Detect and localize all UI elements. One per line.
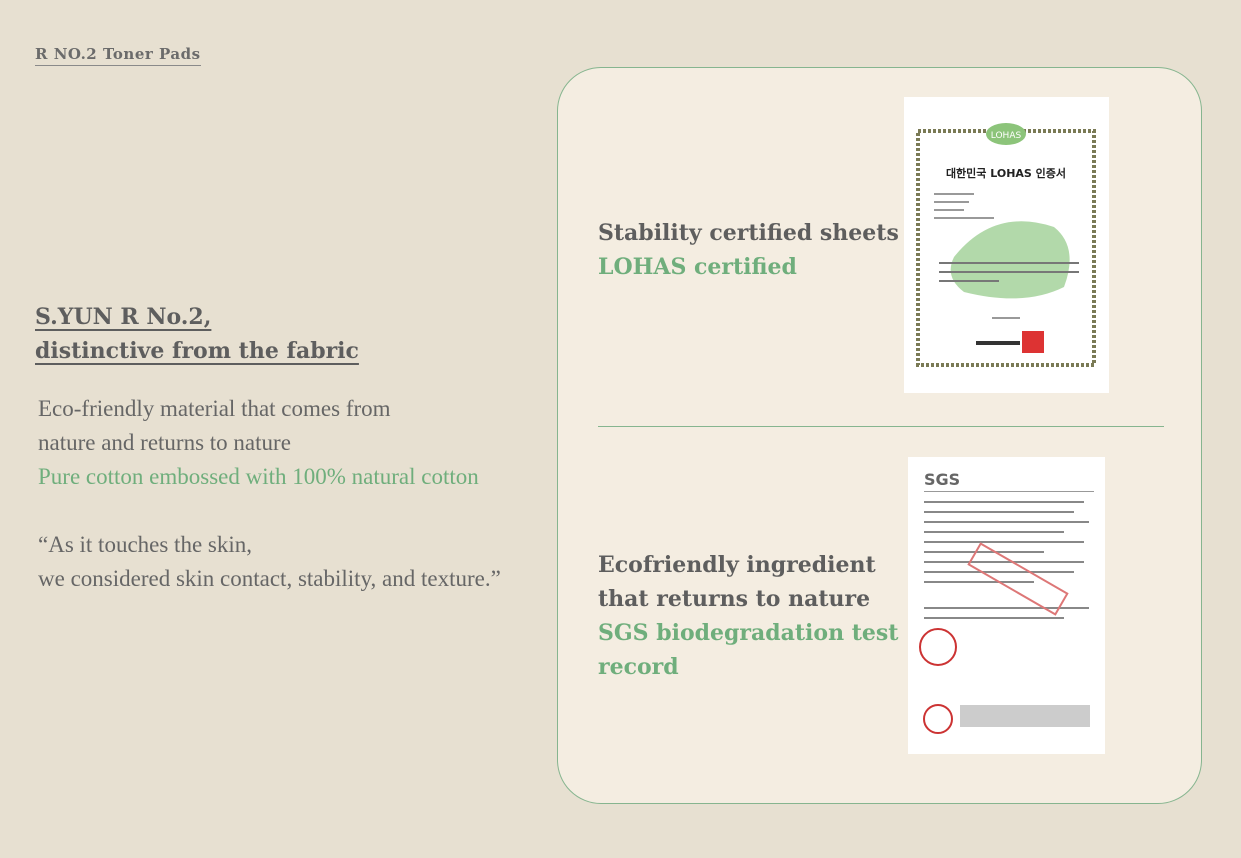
description-highlight: Pure cotton embossed with 100% natural c… <box>38 464 479 489</box>
lohas-certificate-image: LOHAS 대한민국 LOHAS 인증서 <box>904 97 1109 393</box>
lohas-highlight: LOHAS certified <box>598 254 797 280</box>
sgs-title-1: Ecofriendly ingredient <box>598 552 876 578</box>
lohas-feature: Stability certified sheets LOHAS certifi… <box>598 216 899 284</box>
heading-line-2: distinctive from the fabric <box>35 338 359 364</box>
sgs-report-image: SGS <box>908 457 1105 754</box>
description: Eco-friendly material that comes from na… <box>38 392 479 494</box>
lohas-title: Stability certified sheets <box>598 220 899 246</box>
sgs-highlight-1: SGS biodegradation test <box>598 620 899 646</box>
quote-line-2: we considered skin contact, stability, a… <box>38 566 501 591</box>
description-line-2: nature and returns to nature <box>38 430 291 455</box>
svg-text:LOHAS: LOHAS <box>991 131 1022 141</box>
quote: “As it touches the skin, we considered s… <box>38 528 501 596</box>
sgs-feature: Ecofriendly ingredient that returns to n… <box>598 548 898 684</box>
breadcrumb[interactable]: R NO.2 Toner Pads <box>35 45 201 66</box>
svg-text:SGS: SGS <box>924 470 960 489</box>
section-heading: S.YUN R No.2, distinctive from the fabri… <box>35 300 359 368</box>
divider <box>598 426 1164 427</box>
svg-text:대한민국 LOHAS 인증서: 대한민국 LOHAS 인증서 <box>946 166 1066 180</box>
description-line-1: Eco-friendly material that comes from <box>38 396 391 421</box>
sgs-highlight-2: record <box>598 654 679 680</box>
sgs-title-2: that returns to nature <box>598 586 871 612</box>
heading-line-1: S.YUN R No.2, <box>35 304 212 330</box>
quote-line-1: “As it touches the skin, <box>38 532 252 557</box>
